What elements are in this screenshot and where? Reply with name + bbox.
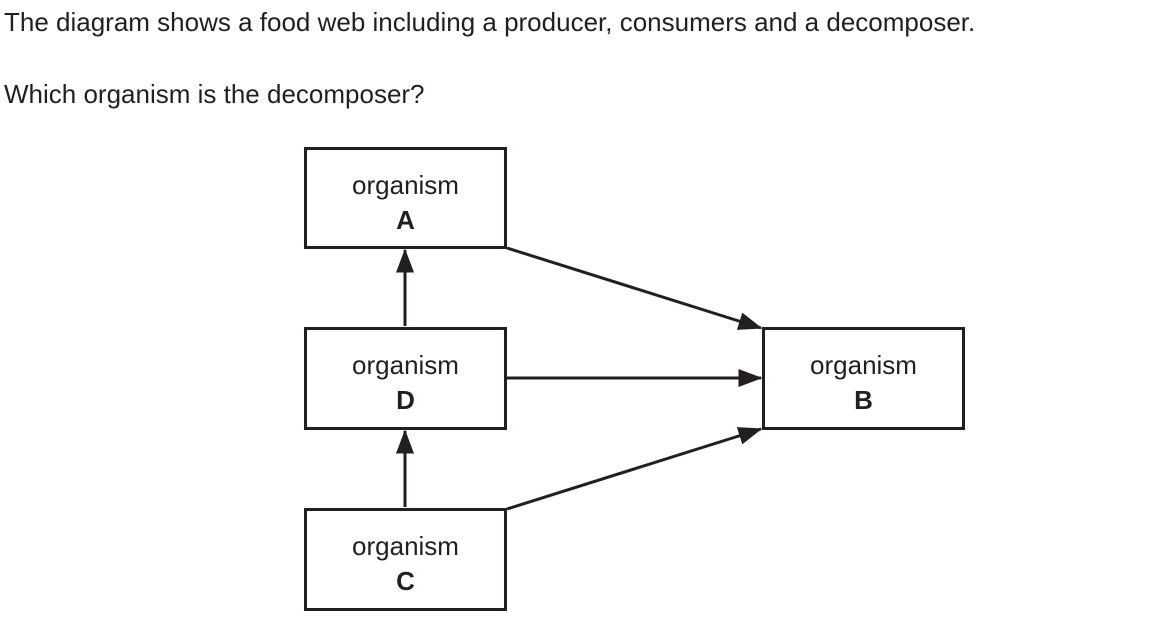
organism-d-label: organism xyxy=(352,350,459,380)
organism-a-label: organism xyxy=(352,170,459,200)
organism-d-box: organism D xyxy=(304,327,507,430)
organism-c-box: organism C xyxy=(304,508,507,611)
organism-b-box: organism B xyxy=(762,327,965,430)
organism-b-letter: B xyxy=(854,385,873,415)
question-intro: The diagram shows a food web including a… xyxy=(4,7,976,37)
organism-b-label: organism xyxy=(810,350,917,380)
organism-d-letter: D xyxy=(396,385,415,415)
organism-c-letter: C xyxy=(396,566,415,596)
organism-a-box: organism A xyxy=(304,147,507,249)
organism-a-letter: A xyxy=(396,205,415,235)
arrow-a-to-b xyxy=(506,246,763,330)
organism-c-label: organism xyxy=(352,531,459,561)
question-prompt: Which organism is the decomposer? xyxy=(4,79,425,109)
arrow-c-to-b xyxy=(506,427,763,511)
